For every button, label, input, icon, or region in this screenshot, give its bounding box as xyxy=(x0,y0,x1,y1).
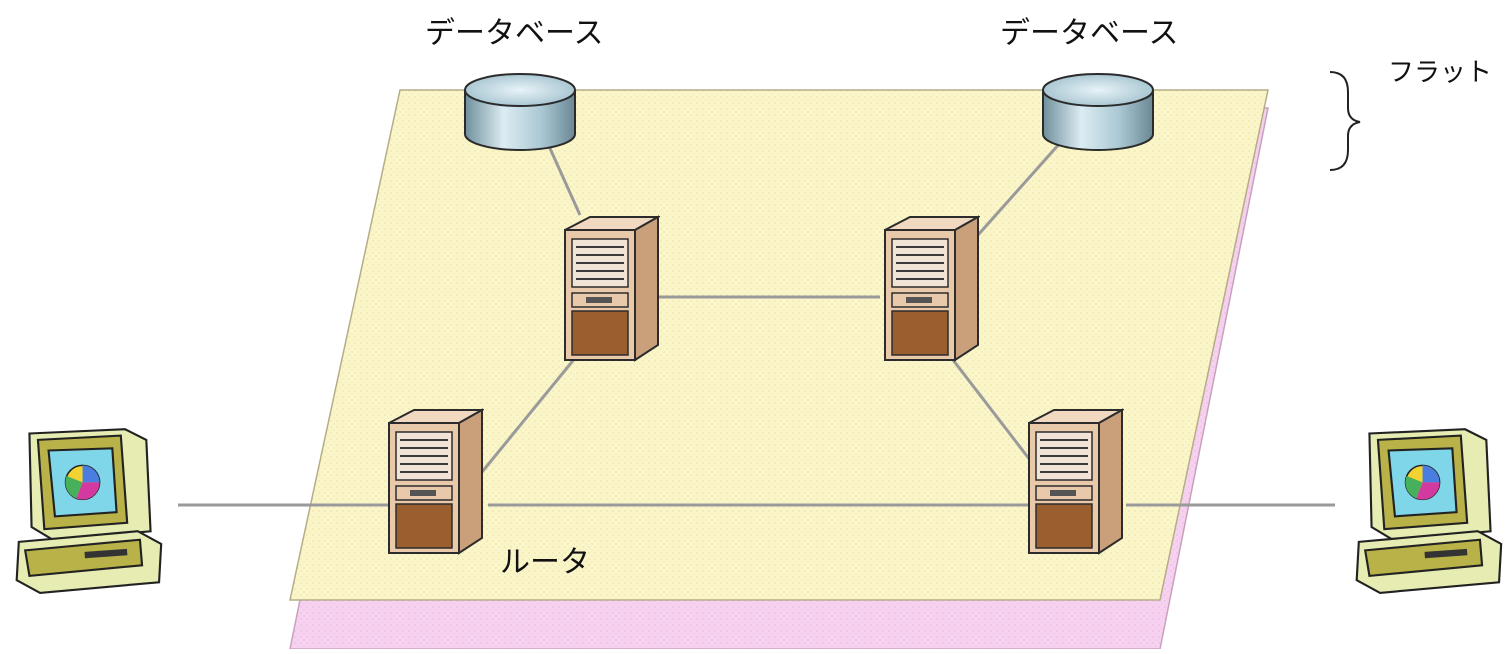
computer-right-icon xyxy=(1355,428,1503,594)
server-bottom-right-icon xyxy=(1028,409,1123,554)
router-label: ルータ xyxy=(500,545,590,580)
database-right-label: データベース xyxy=(1000,16,1179,51)
database-right-icon xyxy=(1042,73,1154,151)
flat-label: フラット xyxy=(1388,58,1493,88)
computer-left-icon xyxy=(15,428,163,594)
server-top-right-icon xyxy=(884,216,979,361)
database-left-label: データベース xyxy=(425,16,604,51)
flat-brace xyxy=(1329,71,1361,171)
yellow-plane xyxy=(289,89,1269,601)
server-bottom-left-icon xyxy=(388,409,483,554)
server-top-left-icon xyxy=(564,216,659,361)
database-left-icon xyxy=(464,73,576,151)
